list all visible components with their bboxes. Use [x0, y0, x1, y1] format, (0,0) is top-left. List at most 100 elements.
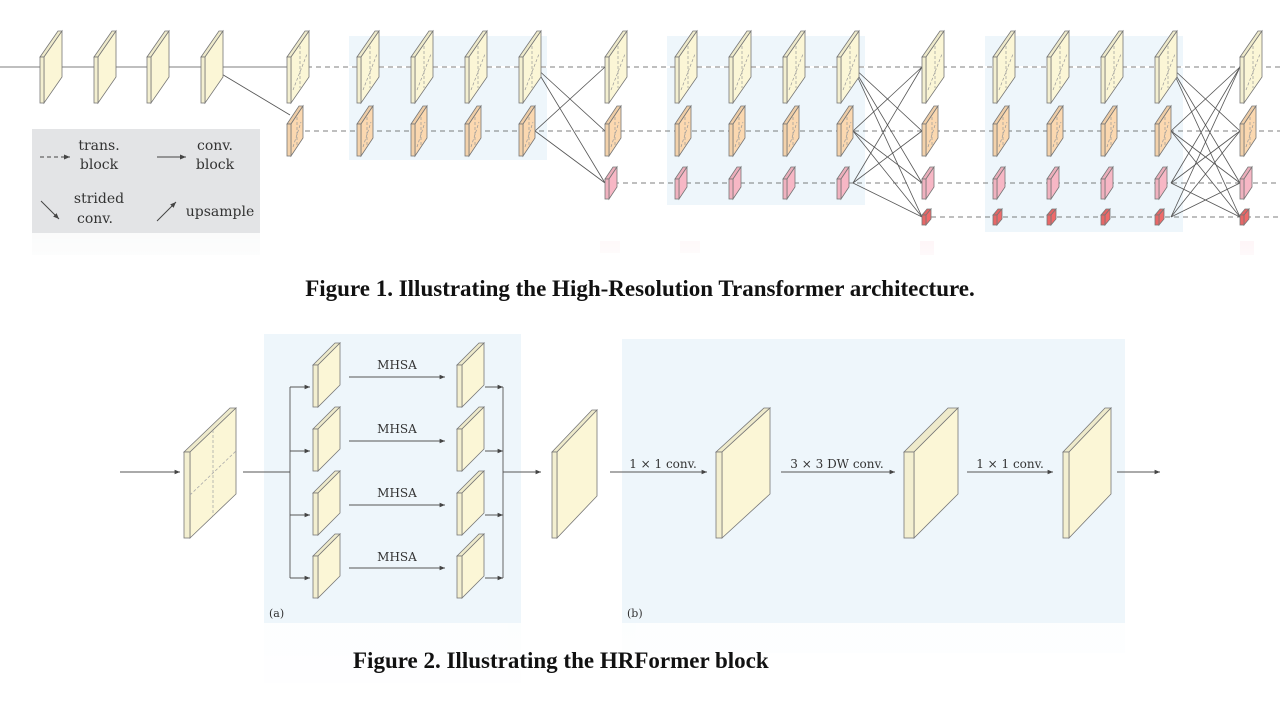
legend-strided-arrow	[40, 200, 60, 220]
stream2-block-3	[410, 104, 428, 158]
stream1-block-16	[992, 29, 1016, 105]
legend-box	[32, 129, 260, 233]
stream4-block-1	[921, 207, 932, 227]
stream2-block-7	[674, 104, 692, 158]
stream2-block-5	[518, 104, 536, 158]
stream1-block-14	[836, 29, 860, 105]
mhsa-label-3: MHSA	[377, 486, 417, 500]
reflection-fade-2	[0, 623, 1280, 720]
figure1-caption: Figure 1. Illustrating the High-Resoluti…	[305, 276, 975, 301]
stream1-block-7	[410, 29, 434, 105]
stream2-block-8	[728, 104, 746, 158]
stream4-block-4	[1100, 207, 1111, 227]
stream2-block-15	[1154, 104, 1172, 158]
mhsa-label-2: MHSA	[377, 422, 417, 436]
hrformer-block-diagram: (a) (b) MHSA MHSA MHSA MHSA 1 × 1 conv. …	[120, 334, 1160, 623]
window-patch-4	[312, 533, 341, 599]
stream2-block-6	[604, 104, 622, 158]
stream1-block-3	[146, 29, 170, 105]
window-patch-2	[312, 406, 341, 472]
hrformer-architecture-diagram: trans. block conv. block strided conv. u…	[0, 29, 1280, 233]
stream1-block-2	[93, 29, 117, 105]
input-feature-map	[183, 407, 237, 539]
attended-patch-3	[456, 470, 485, 536]
stream3-block-11	[1239, 165, 1253, 201]
stream1-block-6	[356, 29, 380, 105]
stream1-block-11	[674, 29, 698, 105]
feature-blocks	[39, 29, 1263, 227]
stream3-block-4	[782, 165, 796, 201]
legend-conv-line2: block	[196, 157, 235, 173]
stream3-block-9	[1100, 165, 1114, 201]
stream3-block-6	[921, 165, 935, 201]
stream1-block-4	[200, 29, 224, 105]
stream1-block-9	[518, 29, 542, 105]
stream2-block-1	[286, 104, 304, 158]
dwconv-output	[903, 407, 959, 539]
stream1-block-8	[464, 29, 488, 105]
conv2-label: 1 × 1 conv.	[976, 457, 1044, 471]
mhsa-label-1: MHSA	[377, 358, 417, 372]
stream1-block-15	[921, 29, 945, 105]
stream1-block-10	[604, 29, 628, 105]
attended-patch-1	[456, 342, 485, 408]
panel-b-background	[622, 339, 1125, 623]
stream3-block-2	[674, 165, 688, 201]
legend-strided-line1: strided	[74, 191, 124, 207]
legend-strided-line2: conv.	[77, 211, 113, 227]
legend-upsample-arrow	[156, 201, 177, 222]
stage-4-background	[985, 36, 1183, 232]
window-patch-1	[312, 342, 341, 408]
block-feature-maps	[183, 342, 1112, 599]
stream4-block-3	[1046, 207, 1057, 227]
attended-patch-2	[456, 406, 485, 472]
stream3-block-3	[728, 165, 742, 201]
stream1-block-1	[39, 29, 63, 105]
stream3-block-10	[1154, 165, 1168, 201]
stream2-block-16	[1239, 104, 1257, 158]
dwconv-label: 3 × 3 DW conv.	[790, 457, 883, 471]
stream1-block-12	[728, 29, 752, 105]
conv2-output	[1062, 407, 1112, 539]
stream1-block-17	[1046, 29, 1070, 105]
stage-3-background	[667, 36, 865, 205]
conv1-output	[714, 407, 772, 539]
stream4-block-2	[992, 207, 1003, 227]
stream2-block-13	[1046, 104, 1064, 158]
stage-2-background	[349, 36, 547, 160]
window-patch-3	[312, 470, 341, 536]
stream1-block-19	[1154, 29, 1178, 105]
legend-trans-line1: trans.	[78, 138, 119, 154]
stream2-block-10	[836, 104, 854, 158]
conv1-label: 1 × 1 conv.	[629, 457, 697, 471]
stream2-block-2	[356, 104, 374, 158]
figure2-caption: Figure 2. Illustrating the HRFormer bloc…	[353, 648, 769, 673]
legend-trans-line2: block	[80, 157, 119, 173]
stream1-block-18	[1100, 29, 1124, 105]
stream3-block-5	[836, 165, 850, 201]
stream4-block-6	[1239, 207, 1250, 227]
stream3-block-8	[1046, 165, 1060, 201]
stream2-block-12	[992, 104, 1010, 158]
stream3-block-7	[992, 165, 1006, 201]
stream4-block-5	[1154, 207, 1165, 227]
panel-a-label: (a)	[269, 607, 284, 620]
panel-b-label: (b)	[627, 607, 643, 620]
stream2-block-11	[921, 104, 939, 158]
stream2-block-4	[464, 104, 482, 158]
stream1-block-20	[1239, 29, 1263, 105]
block-connection-lines	[120, 374, 1160, 581]
stream1-block-13	[782, 29, 806, 105]
attended-patch-4	[456, 533, 485, 599]
stream3-block-1	[604, 165, 618, 201]
mhsa-label-4: MHSA	[377, 550, 417, 564]
merged-feature-map	[551, 409, 598, 539]
legend-conv-line1: conv.	[197, 138, 233, 154]
stream2-block-9	[782, 104, 800, 158]
legend-upsample-label: upsample	[186, 204, 255, 220]
stream2-block-14	[1100, 104, 1118, 158]
reflection-fade	[0, 233, 1280, 279]
stream1-block-5	[286, 29, 310, 105]
